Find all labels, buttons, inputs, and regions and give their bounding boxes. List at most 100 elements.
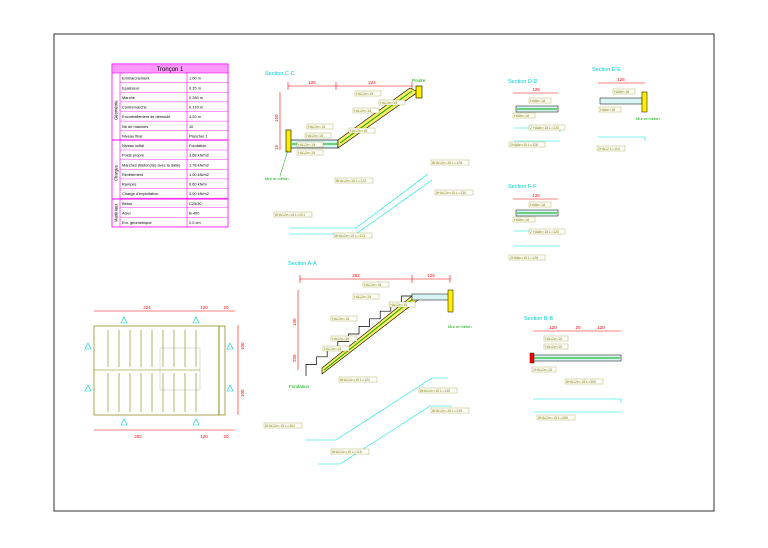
rebar-tag xyxy=(348,127,376,134)
dim-text: 100 xyxy=(240,389,245,397)
rebar-label: 8HA12e=15 L=413 xyxy=(335,234,365,238)
rebar-label: 8HA12e=15 L=116 xyxy=(332,450,362,454)
rebar-label: HA12e=15 xyxy=(306,134,323,138)
dim-text: 126 xyxy=(617,77,625,82)
rebar-label: HA12e=15 xyxy=(308,125,325,129)
table-row-value: 2.0 cm xyxy=(189,220,201,225)
dim-text: 224 xyxy=(368,80,376,85)
rebar-tag xyxy=(378,99,406,106)
group-label-materials: Matériaux xyxy=(114,203,119,222)
rebar-tag xyxy=(598,106,622,113)
rebar-tag xyxy=(388,301,416,308)
wall-section xyxy=(641,91,648,113)
rebar-tag xyxy=(354,90,382,97)
section-ff-title: Section F-F xyxy=(508,184,537,190)
table-row-label: Encorbellement de démoulé xyxy=(122,114,170,119)
section-ee-title: Section E-E xyxy=(592,67,621,73)
rebar-tag xyxy=(263,422,303,429)
table-row-value: 0.170 m xyxy=(189,105,203,110)
section-cut-marker xyxy=(84,384,92,392)
slab-section xyxy=(599,97,643,105)
rebar-label: HA12e=15 xyxy=(354,109,371,113)
section-cut-marker xyxy=(226,384,234,392)
rebar-label: HA8e=18 xyxy=(530,99,545,103)
rebar-tag xyxy=(528,228,566,235)
table-row-value: Plancher 1 xyxy=(189,133,208,138)
rebar-label: HA12e=15 xyxy=(356,92,373,96)
rebar-label: HA8e=18 xyxy=(614,90,629,94)
sheet-frame xyxy=(53,33,715,512)
rebar-tag xyxy=(273,211,313,218)
section-cut-marker xyxy=(192,316,200,324)
rebar-label: 2 HA8e=15 L=120 xyxy=(530,230,559,234)
rebar-label: 2HA12 L=110 xyxy=(598,147,620,151)
table-row-label: Rampes xyxy=(122,182,137,187)
rebar-label: HA12e=15 xyxy=(324,347,341,351)
rebar-label: HA12e=15 xyxy=(298,143,315,147)
section-cut-marker xyxy=(84,342,92,350)
dim-text: 100 xyxy=(240,342,245,350)
table-row-label: Niveau initial xyxy=(122,143,144,148)
table-row-label: Nb de marches xyxy=(122,124,148,129)
rebar-label: 2HA12e=15 xyxy=(533,368,552,372)
table-row-value: 0.15 m xyxy=(189,85,201,90)
rebar-tag xyxy=(531,366,557,373)
rebar-label: HA12e=15 xyxy=(380,101,397,105)
dim-text: 20 xyxy=(223,305,229,310)
table-title: Tronçon 1 xyxy=(157,67,184,73)
rebar-label: 8HA12e=15 L=130 xyxy=(432,409,462,413)
rebar-tag xyxy=(306,123,334,130)
rebar-tag xyxy=(596,145,626,152)
rebar-label: HA8e=18 xyxy=(600,108,615,112)
rebar-label: 8HA12e=15 L=201 xyxy=(275,213,305,217)
table-row-label: Enr. géométrique xyxy=(122,220,152,225)
rebar-tag xyxy=(330,335,358,342)
dim-text: 120 xyxy=(597,325,605,330)
foundation-label: Fondation xyxy=(289,384,310,389)
rebar-label: 2 HA8e=15 L=120 xyxy=(530,126,559,130)
bar-shape xyxy=(598,136,646,141)
wall-label: Mur en béton xyxy=(448,324,472,329)
rebar-tag xyxy=(304,132,332,139)
rebar-label: HA12e=15 xyxy=(332,317,349,321)
section-cut-marker xyxy=(226,342,234,350)
dim-text: 120 xyxy=(200,434,208,439)
rebar-tag xyxy=(528,97,552,104)
rebar-label: 2HA8e=15 L=126 xyxy=(510,143,538,147)
dim-text: 126 xyxy=(532,193,540,198)
rebar-tag xyxy=(330,448,370,455)
section-cut-marker xyxy=(120,316,128,324)
dim-text: 126 xyxy=(532,87,540,92)
rebar-tag xyxy=(430,407,470,414)
leader-line xyxy=(279,149,289,177)
rebar-tag xyxy=(334,177,374,184)
bar-shape xyxy=(305,377,448,441)
rebar-label: 8HA12e=15 L=289 xyxy=(538,416,568,420)
rebar-tag xyxy=(512,216,536,223)
bar-shape xyxy=(533,398,622,403)
section-cut-marker xyxy=(120,418,128,426)
dim-text: 15 xyxy=(274,144,279,150)
dim-text: 100 xyxy=(292,318,297,326)
rebar-tag xyxy=(508,141,546,148)
rebar-tag xyxy=(528,201,552,208)
rebar-tag xyxy=(322,345,350,352)
rebar-tag xyxy=(418,387,458,394)
section-ee: Section E-E 126 Mur en béton HA8e=18HA8e… xyxy=(592,67,660,152)
dim-text: 150 xyxy=(274,114,279,122)
table-row-value: 1.78 kN/m2 xyxy=(189,162,209,167)
rebar-label: HA8e=18 xyxy=(514,114,529,118)
rebar-label: HA12e=15 xyxy=(350,129,367,133)
rebar-tag xyxy=(330,315,358,322)
rebar-tag xyxy=(430,159,470,166)
rebar-label: HA12e=15 xyxy=(332,337,349,341)
section-cut-marker xyxy=(192,418,200,426)
table-header-bg xyxy=(111,63,229,74)
section-bb-title: Section B-B xyxy=(524,316,553,322)
rebar-label: 8HA12e=15 L=130 xyxy=(436,191,466,195)
